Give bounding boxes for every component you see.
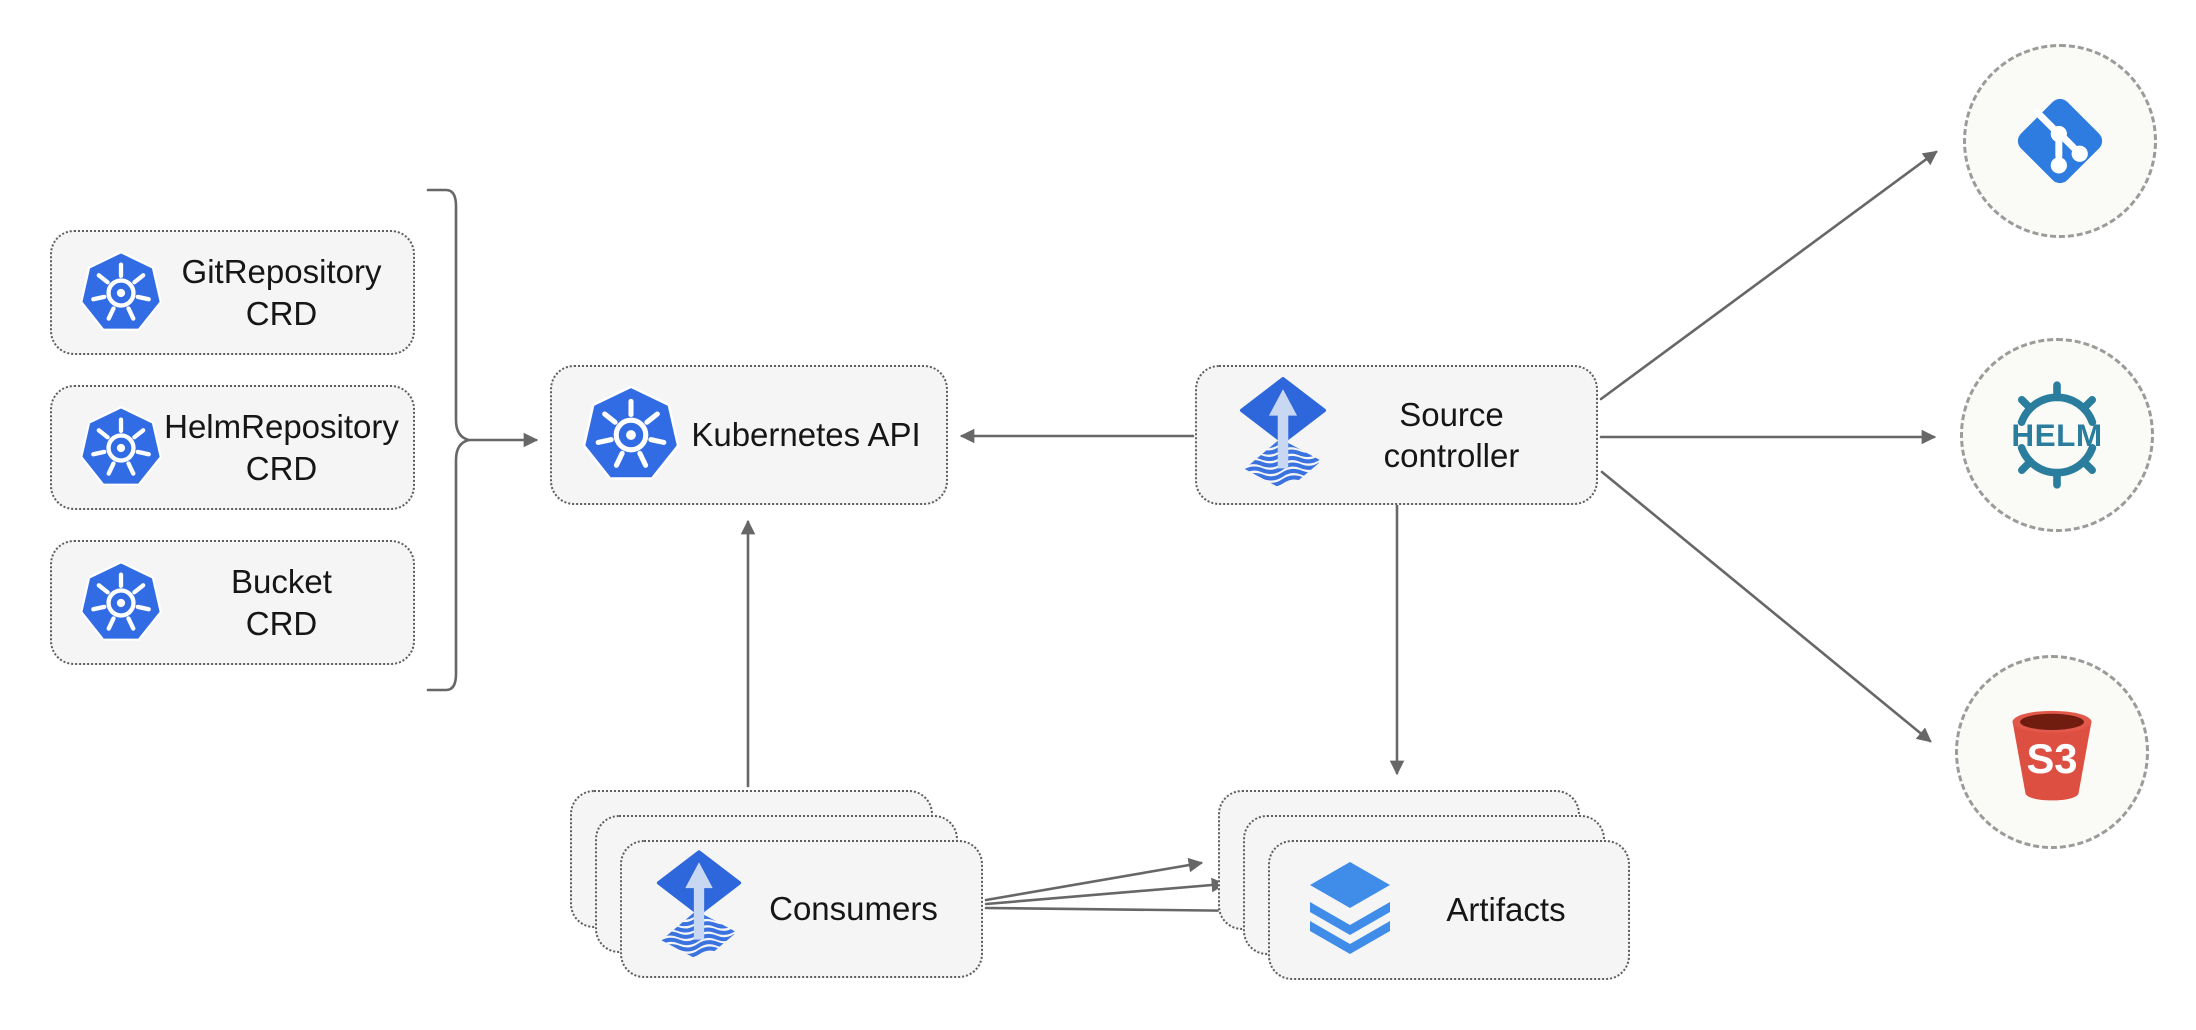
node-label-line1: Source xyxy=(1399,395,1504,433)
external-helm-repository: HELM xyxy=(1960,338,2154,532)
node-label: HelmRepository CRD xyxy=(164,406,399,489)
kubernetes-icon xyxy=(580,382,682,488)
helm-wheel-icon: HELM xyxy=(2011,381,2102,489)
node-label: Source controller xyxy=(1327,394,1576,477)
kubernetes-icon xyxy=(78,558,164,648)
node-label-line1: Bucket xyxy=(231,563,332,601)
kubernetes-icon xyxy=(78,403,164,493)
node-artifacts-stack: Artifacts xyxy=(1218,790,1631,981)
node-bucket-crd: Bucket CRD xyxy=(50,540,415,665)
node-consumers: Consumers xyxy=(620,840,983,978)
flux-icon xyxy=(656,850,742,969)
node-helmrepository-crd: HelmRepository CRD xyxy=(50,385,415,510)
s3-wordmark: S3 xyxy=(2026,735,2077,782)
flux-icon xyxy=(1239,377,1327,493)
git-branch-icon xyxy=(2017,98,2103,184)
node-label-line2: CRD xyxy=(245,294,318,332)
connector-consumers-to-artifacts-3 xyxy=(984,903,1257,919)
node-label-line2: CRD xyxy=(245,604,318,642)
connector-source-to-s3 xyxy=(1600,470,1932,743)
node-label-line2: CRD xyxy=(245,449,318,487)
node-gitrepository-crd: GitRepository CRD xyxy=(50,230,415,355)
node-label-line1: HelmRepository xyxy=(164,408,399,446)
node-label: Artifacts xyxy=(1446,891,1566,928)
node-label: Consumers xyxy=(769,890,938,927)
node-label-line1: GitRepository xyxy=(181,253,382,291)
node-label: Bucket CRD xyxy=(164,561,399,644)
layers-icon xyxy=(1300,858,1400,963)
connector-consumers-to-artifacts-2 xyxy=(984,877,1227,906)
node-kubernetes-api: Kubernetes API xyxy=(550,365,948,505)
node-consumers-stack: Consumers xyxy=(570,790,984,979)
connector-consumers-to-artifacts-1 xyxy=(984,857,1204,902)
node-label: GitRepository CRD xyxy=(164,251,399,334)
external-git-repository xyxy=(1963,44,2157,238)
node-source-controller: Source controller xyxy=(1195,365,1598,505)
s3-bucket-icon: S3 xyxy=(2012,710,2092,801)
kubernetes-icon xyxy=(78,248,164,338)
helm-wordmark: HELM xyxy=(2011,417,2102,453)
node-label: Kubernetes API xyxy=(691,416,921,454)
connector-source-to-git xyxy=(1599,150,1938,401)
external-s3-bucket: S3 xyxy=(1955,655,2149,849)
crd-group-bracket xyxy=(426,188,471,692)
node-artifacts: Artifacts xyxy=(1268,840,1630,980)
node-label-line2: controller xyxy=(1383,437,1520,474)
